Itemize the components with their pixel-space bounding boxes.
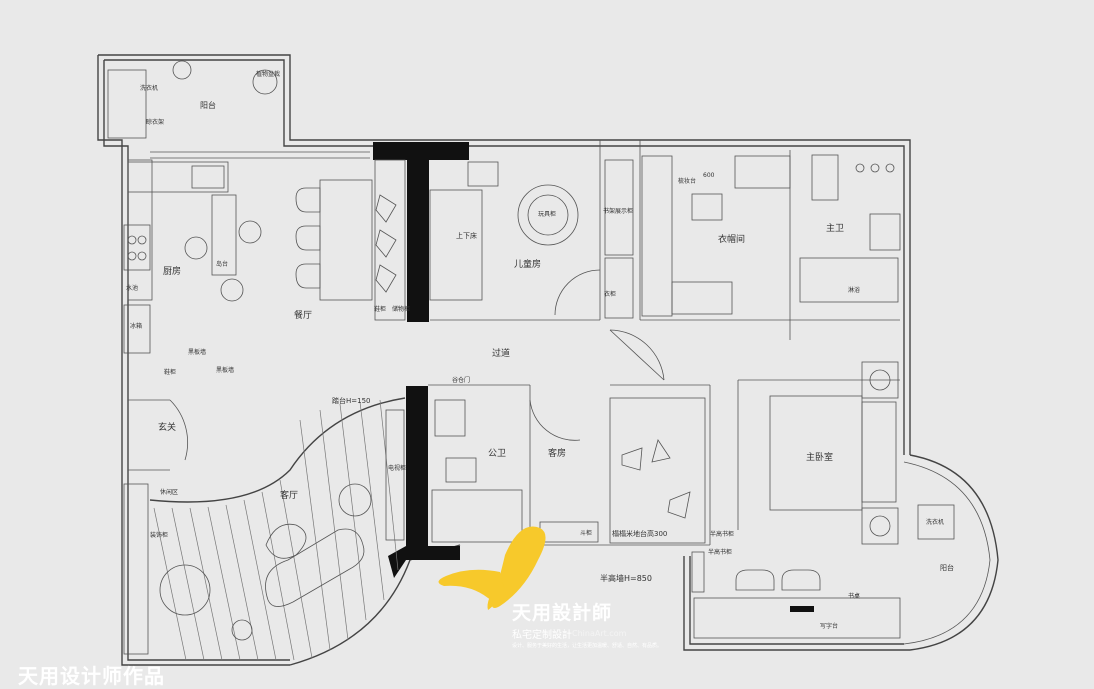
label-writing-desk: 写字台 (820, 622, 838, 630)
label-balcony-top: 阳台 (200, 100, 216, 110)
label-drying-rack: 晾衣架 (146, 118, 164, 126)
living-floor (123, 397, 406, 661)
public-bath-fixtures (431, 399, 523, 543)
balcony-right-fixtures (917, 504, 955, 540)
label-wardrobe: 衣柜 (604, 290, 616, 298)
guest-room-furniture (539, 397, 706, 544)
label-black-wall-2: 黑板墙 (216, 366, 234, 374)
column-corner (388, 546, 460, 578)
master-bed (769, 361, 899, 545)
label-sink-cab: 水池 (126, 284, 138, 292)
label-master-bath: 主卫 (826, 222, 844, 234)
label-public-bath: 公卫 (488, 448, 506, 459)
closet (641, 155, 791, 317)
balcony-top-fixtures (107, 60, 278, 139)
label-kitchen: 厨房 (163, 265, 181, 277)
label-plant-box: 植物盆栽 (256, 70, 280, 78)
label-half-cab-1: 半高书柜 (710, 530, 734, 538)
watermark: 天用设计师作品 (18, 664, 165, 688)
label-step: 踏台H=150 (332, 396, 371, 405)
partitions (128, 140, 900, 546)
brand-url: ChinaArt.com (572, 629, 627, 638)
label-half-cab-2: 半高书柜 (708, 548, 732, 556)
label-shower: 淋浴 (848, 286, 860, 294)
brand-title: 天用設計師 (512, 602, 613, 624)
brand-copy: 设计、服务于美好的生活，让生活更加温暖、舒适、自然、有品质。 (512, 643, 663, 649)
label-study-window: 书桌 (848, 592, 860, 600)
label-washer-top: 洗衣机 (140, 84, 158, 92)
label-black-wall-1: 黑板墙 (188, 348, 206, 356)
label-powder-door: 谷仓门 (452, 376, 470, 384)
label-bunk-bed: 上下床 (456, 231, 477, 240)
label-tatami: 榻榻米地台高300 (612, 529, 667, 538)
label-closet-room: 衣帽间 (718, 233, 745, 245)
label-entrance-cab: 鞋柜 (164, 368, 176, 376)
label-side-cab: 斗柜 (580, 529, 592, 537)
label-living: 客厅 (280, 489, 298, 501)
label-dining: 餐厅 (294, 309, 312, 321)
label-kids-room: 儿童房 (514, 258, 541, 270)
label-toy-cabinet: 玩具柜 (538, 210, 556, 218)
master-bath-fixtures (799, 154, 901, 303)
outer-walls (97, 54, 999, 666)
label-dresser: 梳妆台 (678, 177, 696, 185)
kitchen-counters (123, 159, 262, 354)
kids-room-furniture (429, 159, 634, 319)
label-leisure: 休闲区 (160, 488, 178, 496)
label-foyer: 玄关 (158, 421, 176, 433)
label-balcony-right: 阳台 (940, 563, 954, 572)
dining-table (295, 159, 406, 321)
room-labels: 阳台 洗衣机 晾衣架 植物盆栽 厨房 岛台 水池 冰箱 餐厅 鞋柜 储物柜 上下… (126, 70, 954, 630)
label-shoe-cab: 鞋柜 (374, 305, 386, 313)
label-hallway: 过道 (492, 347, 510, 359)
label-fridge: 冰箱 (130, 322, 142, 330)
study-desk (691, 551, 901, 639)
label-half-wall: 半高墙H=850 (600, 573, 652, 583)
label-slogan-600: 600 (703, 172, 715, 179)
label-island: 岛台 (216, 260, 228, 268)
label-feature-cab: 装饰柜 (150, 531, 168, 539)
label-storage-cab: 储物柜 (392, 305, 410, 313)
butterfly-logo (438, 526, 546, 610)
column-living (406, 386, 428, 546)
label-washer-right: 洗衣机 (926, 518, 944, 526)
label-tv-wall: 电视柜 (388, 464, 406, 472)
brand-subtitle: 私宅定制設計 (512, 630, 572, 641)
label-bookshelf: 书架展示柜 (603, 207, 633, 215)
doors (169, 329, 665, 461)
label-guest-room: 客房 (548, 447, 566, 459)
column-dining (407, 142, 429, 322)
label-master-bed: 主卧室 (806, 451, 833, 463)
